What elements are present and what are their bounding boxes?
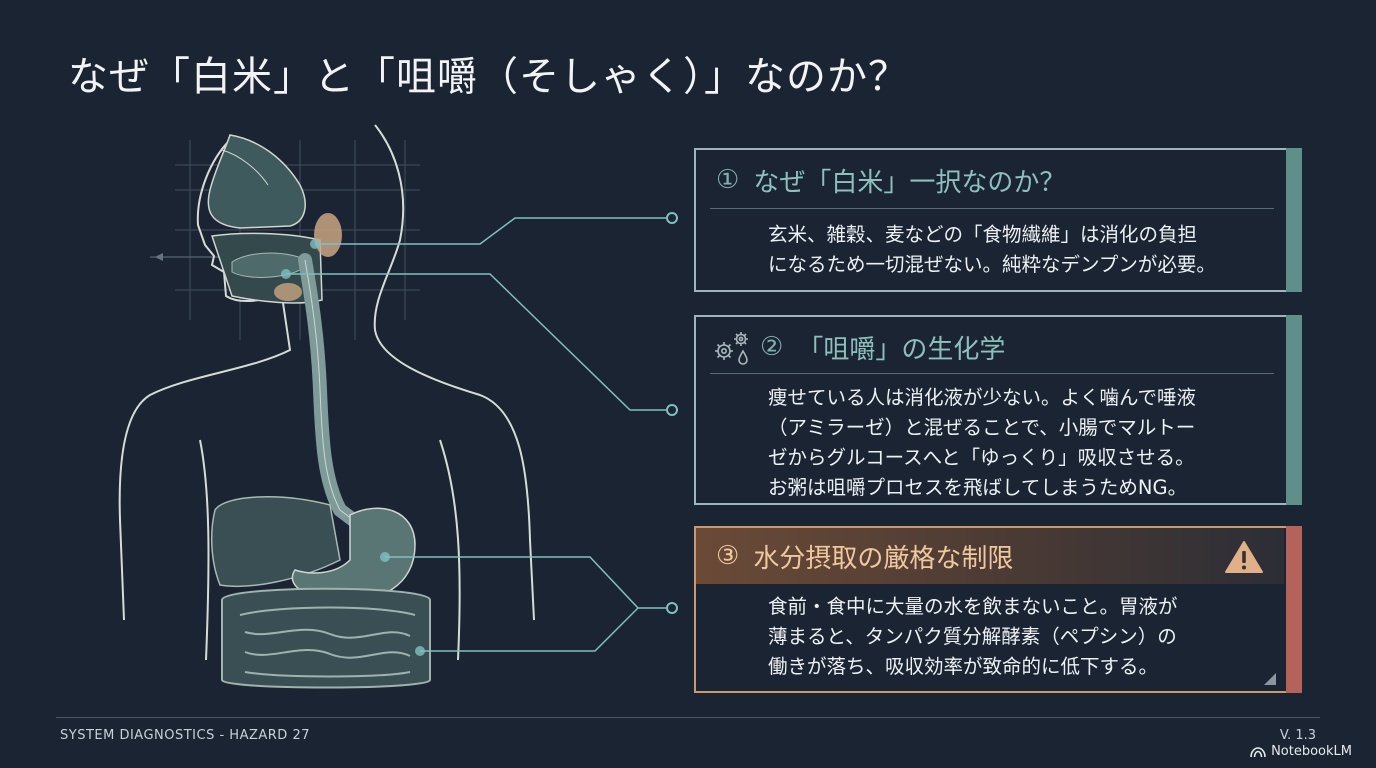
info-card-chewing: ② 「咀嚼」の生化学 痩せている人は消化液が少ない。よく噛んで唾液 （アミラーゼ…	[694, 315, 1302, 505]
slide-title: なぜ「白米」と「咀嚼（そしゃく）」なのか？	[68, 54, 909, 100]
intestines	[221, 587, 431, 689]
esophagus	[298, 253, 367, 532]
footer-label: SYSTEM DIAGNOSTICS - HAZARD 27	[60, 728, 310, 743]
card-accent-bar	[1286, 526, 1302, 693]
card-header: ② 「咀嚼」の生化学	[710, 329, 1284, 365]
body-outline	[118, 124, 535, 661]
card-body-line: 食前・食中に大量の水を飲まないこと。胃液が	[768, 595, 1178, 618]
card-title: 水分摂取の厳格な制限	[753, 543, 1014, 574]
corner-triangle-icon	[1264, 673, 1276, 685]
card-header: ③ 水分摂取の厳格な制限	[716, 538, 1284, 574]
callout-dots	[281, 239, 425, 656]
card-body-line: 薄まると、タンパク質分解酵素（ペプシン）の	[768, 625, 1177, 648]
card-number: ③	[716, 541, 740, 571]
footer-divider	[56, 717, 1320, 718]
card-header-band	[696, 528, 1284, 584]
brand-name: NotebookLM	[1271, 744, 1352, 759]
card-body-line: になるため一切混ぜない。純粋なデンプンが必要。	[768, 253, 1216, 276]
card-divider	[710, 373, 1274, 374]
card-number: ①	[716, 165, 740, 195]
card-accent-bar	[1286, 148, 1302, 292]
head-anatomy	[207, 134, 342, 304]
info-card-white-rice: ① なぜ「白米」一択なのか？ 玄米、雑穀、麦などの「食物繊維」は消化の負担 にな…	[694, 148, 1302, 292]
callout-end-markers	[666, 212, 678, 614]
card-body: 痩せている人は消化液が少ない。よく噛んで唾液 （アミラーゼ）と混ぜることで、小腸…	[768, 383, 1260, 503]
card-title: 「咀嚼」の生化学	[797, 334, 1006, 365]
card-body: 玄米、雑穀、麦などの「食物繊維」は消化の負担 になるため一切混ぜない。純粋なデン…	[768, 220, 1260, 280]
callout-lines	[286, 217, 672, 652]
card-title: なぜ「白米」一択なのか？	[753, 167, 1066, 198]
gears-drop-icon	[715, 332, 748, 365]
card-header: ① なぜ「白米」一択なのか？	[716, 162, 1284, 198]
card-body-line: 痩せている人は消化液が少ない。よく噛んで唾液	[768, 386, 1197, 409]
card-divider	[710, 208, 1274, 209]
card-body-line: （アミラーゼ）と混ぜることで、小腸でマルトー	[768, 416, 1196, 439]
card-body-line: 玄米、雑穀、麦などの「食物繊維」は消化の負担	[768, 223, 1198, 246]
warning-icon	[1225, 541, 1263, 573]
card-accent-bar	[1286, 315, 1302, 505]
card-body-line: お粥は咀嚼プロセスを飛ばしてしまうためNG。	[768, 476, 1188, 499]
card-body: 食前・食中に大量の水を飲まないこと。胃液が 薄まると、タンパク質分解酵素（ペプシ…	[768, 592, 1260, 682]
version-label: V. 1.3	[1279, 728, 1316, 743]
card-number: ②	[760, 332, 784, 362]
info-card-water-restriction: ③ 水分摂取の厳格な制限 食前・食中に大量の水を飲まないこと。胃液が 薄まると、…	[694, 526, 1302, 693]
card-body-line: ゼからグルコースへと「ゆっくり」吸収させる。	[768, 446, 1195, 469]
notebooklm-logo-icon	[1250, 746, 1266, 757]
brand-mark: NotebookLM	[1250, 744, 1352, 759]
card-body-line: 働きが落ち、吸収効率が致命的に低下する。	[768, 655, 1159, 678]
